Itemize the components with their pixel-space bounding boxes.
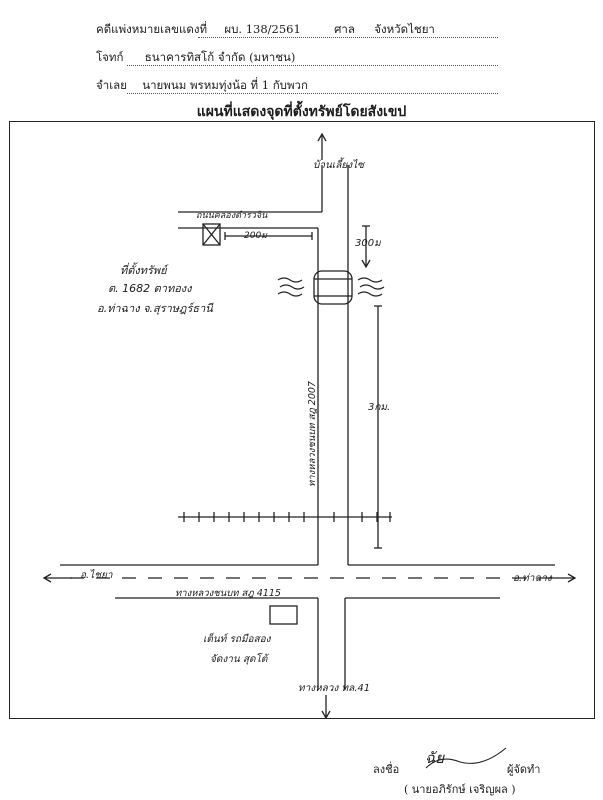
plaintiff-line	[127, 65, 498, 66]
dist-3km-label: 3กม.	[368, 402, 391, 413]
landmark-line2: จัดงาน สุดโต้	[210, 654, 268, 665]
sign-label: ลงชื่อ	[373, 763, 400, 776]
court-name: จังหวัดไชยา	[374, 22, 435, 36]
court-label: ศาล	[334, 22, 355, 36]
defendant-label: จำเลย	[96, 78, 127, 92]
dist-300-label: 300ม	[355, 238, 381, 249]
west-label: อ.ไชยา	[80, 570, 113, 581]
role-label: ผู้จัดทำ	[507, 763, 541, 776]
signer-name: ( นายอภิรักษ์ เจริญผล )	[404, 783, 516, 796]
property-deed: ต. 1682 ตาทองง	[108, 282, 192, 295]
east-label: อ.ท่าฉาง	[513, 573, 552, 584]
dist-200-label: 200ม	[244, 231, 268, 241]
bridge	[313, 270, 353, 305]
landmark-line1: เต็นท์ รถมือสอง	[203, 634, 271, 645]
water-right-2	[359, 284, 385, 290]
water-left-2	[279, 284, 305, 290]
railway-ties	[183, 512, 391, 522]
north-road-label: บ้านเลี้ยงไซ	[313, 160, 364, 171]
property-marker	[202, 223, 221, 246]
property-label: ที่ตั้งทรัพย์	[120, 264, 167, 277]
signature-stroke	[425, 747, 507, 769]
bottom-road-label: ทางหลวงชนบท สฎ 4115	[175, 588, 281, 599]
top-road-label: ถนนคลองตำรวจิน	[196, 211, 268, 221]
property-location: อ.ท่าฉาง จ.สุราษฎร์ธานี	[97, 302, 213, 315]
map-frame	[9, 121, 595, 719]
plaintiff-row: โจทก์ ธนาคารทิสโก้ จำกัด (มหาชน)	[96, 50, 295, 64]
plaintiff-label: โจทก์	[96, 50, 124, 64]
defendant-line	[127, 93, 498, 94]
north-arrowhead	[317, 132, 327, 142]
vertical-road-label: ทางหลวงชนบท สฎ 2007	[306, 381, 318, 487]
water-left-1	[277, 277, 303, 283]
water-right-1	[357, 277, 383, 283]
case-number: ผบ. 138/2561	[224, 22, 301, 36]
case-number-line	[198, 37, 498, 38]
south-road-label: ทางหลวง ทล.41	[298, 683, 371, 694]
signature-mark: ฉัย	[425, 749, 445, 767]
map-title: แผนที่แสดงจุดที่ตั้งทรัพย์โดยสังเขป	[196, 104, 407, 120]
landmark-box	[269, 605, 298, 625]
water-left-3	[277, 291, 303, 297]
case-label: คดีแพ่งหมายเลขแดงที่	[96, 22, 208, 36]
water-right-3	[357, 291, 383, 297]
defendant-row: จำเลย นายพนม พรหมทุ่งน้อ ที่ 1 กับพวก	[96, 78, 308, 92]
plaintiff-name: ธนาคารทิสโก้ จำกัด (มหาชน)	[144, 50, 296, 64]
case-number-row: คดีแพ่งหมายเลขแดงที่ ผบ. 138/2561 ศาล จั…	[96, 22, 435, 36]
defendant-name: นายพนม พรหมทุ่งน้อ ที่ 1 กับพวก	[142, 78, 308, 92]
